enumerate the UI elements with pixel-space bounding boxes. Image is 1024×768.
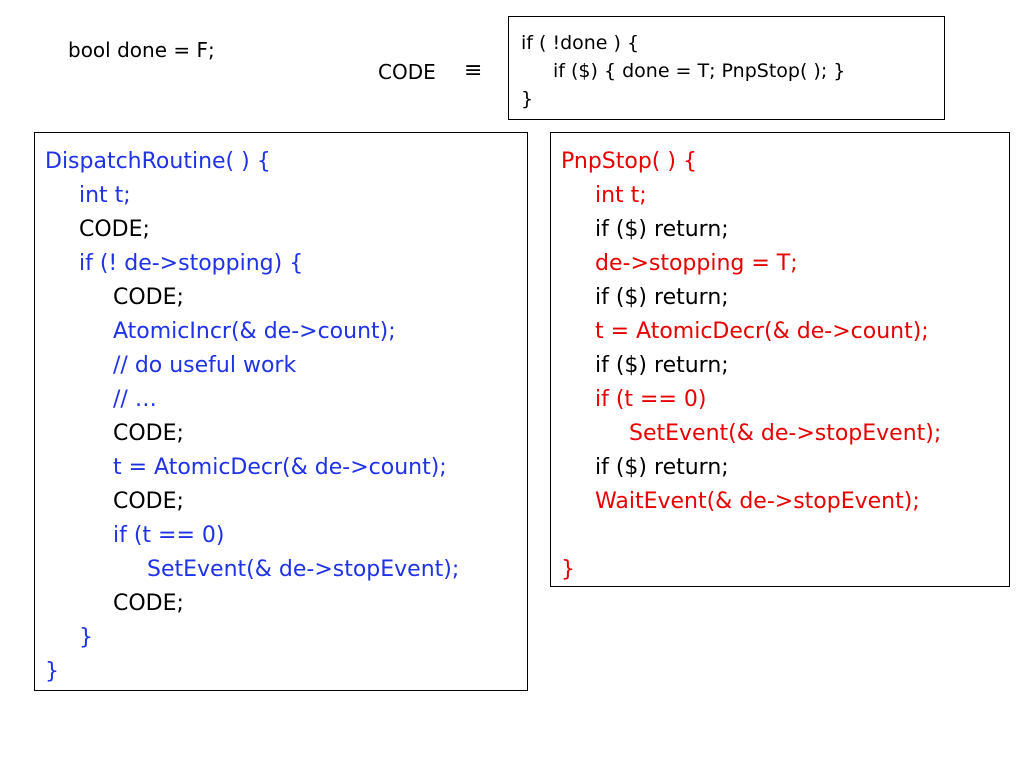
code-line: }: [521, 88, 534, 110]
code-line: de->stopping = T;: [595, 251, 798, 276]
code-line: CODE;: [113, 489, 184, 514]
code-macro-label: CODE: [378, 60, 436, 84]
code-line: if (t == 0): [595, 387, 707, 412]
code-line: CODE;: [79, 217, 150, 242]
code-line: CODE;: [113, 591, 184, 616]
code-line: }: [79, 625, 93, 650]
dispatch-routine-box: DispatchRoutine( ) { int t; CODE; if (! de-…: [34, 132, 528, 691]
code-line: if ($) return;: [595, 455, 729, 480]
code-line: if ($) return;: [595, 353, 729, 378]
code-line: if ($) { done = T; PnpStop( ); }: [553, 60, 846, 82]
code-line: if (! de->stopping) {: [79, 251, 304, 276]
code-line: if ($) return;: [595, 285, 729, 310]
pnp-stop-box: PnpStop( ) { int t; if ($) return; de->stop…: [550, 132, 1010, 587]
code-line: CODE;: [113, 421, 184, 446]
code-line: CODE;: [113, 285, 184, 310]
code-line: int t;: [595, 183, 647, 208]
code-line: SetEvent(& de->stopEvent);: [147, 557, 460, 582]
pnp-stop-code: PnpStop( ) { int t; if ($) return; de->stop…: [561, 145, 1009, 587]
code-line: t = AtomicDecr(& de->count);: [113, 455, 447, 480]
code-line: [561, 519, 1009, 553]
code-line: if ($) return;: [595, 217, 729, 242]
code-line: if (t == 0): [113, 523, 225, 548]
code-line: }: [45, 659, 59, 684]
code-line: DispatchRoutine( ) {: [45, 149, 271, 174]
code-line: SetEvent(& de->stopEvent);: [629, 421, 942, 446]
code-line: WaitEvent(& de->stopEvent);: [595, 489, 920, 514]
macro-code-lines: if ( !done ) { if ($) { done = T; PnpStop…: [521, 29, 944, 113]
code-line: // do useful work: [113, 353, 297, 378]
code-line: }: [561, 557, 575, 582]
code-macro-definition-box: if ( !done ) { if ($) { done = T; PnpStop…: [508, 16, 945, 120]
code-line: t = AtomicDecr(& de->count);: [595, 319, 929, 344]
dispatch-routine-code: DispatchRoutine( ) { int t; CODE; if (! de-…: [45, 145, 527, 689]
equivalence-symbol: ≡: [464, 58, 483, 83]
code-line: PnpStop( ) {: [561, 149, 697, 174]
code-line: int t;: [79, 183, 131, 208]
code-line: AtomicIncr(& de->count);: [113, 319, 396, 344]
code-line: if ( !done ) {: [521, 32, 640, 54]
done-declaration: bool done = F;: [68, 38, 215, 62]
code-line: // …: [113, 387, 157, 412]
